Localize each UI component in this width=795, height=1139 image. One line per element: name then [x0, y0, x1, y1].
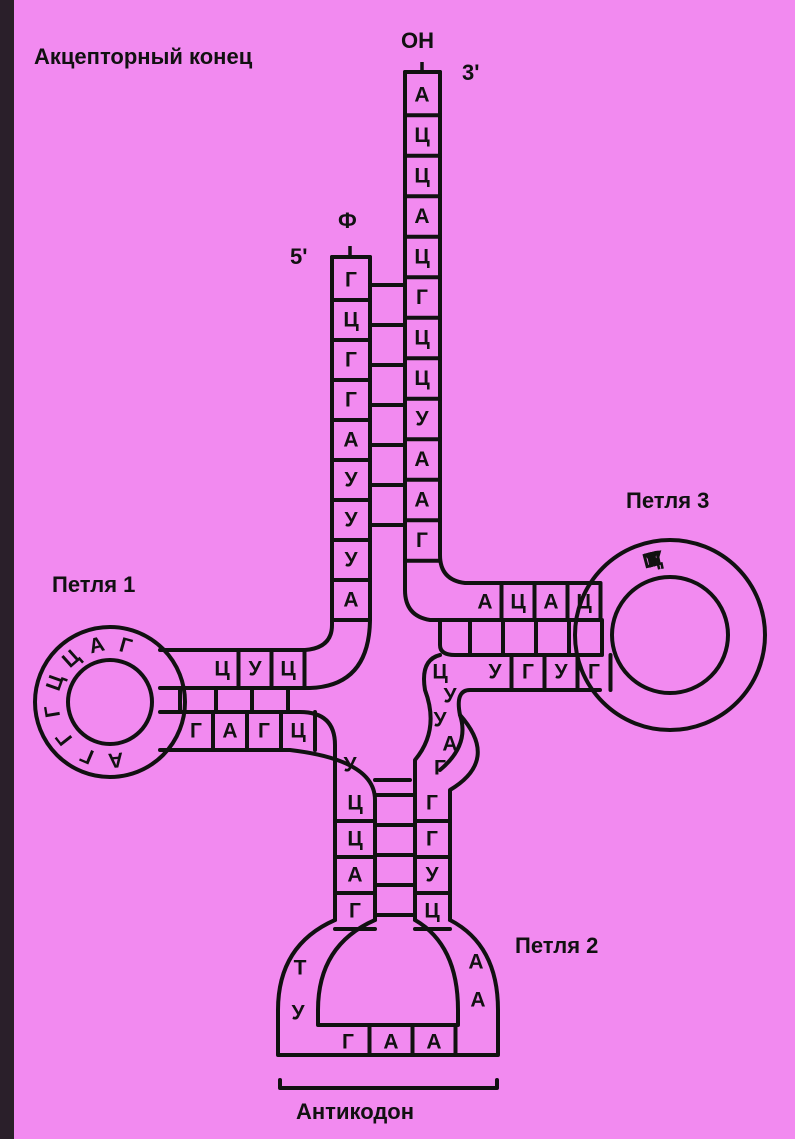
- anticodon-stem-right-base: Г: [426, 828, 438, 851]
- anticodon-stem-right-base: Г: [426, 792, 438, 815]
- connector-right-base: Ц: [432, 661, 448, 684]
- loop3-bottom-strand-bottom: [440, 690, 600, 770]
- anticodon-stem-left-base: Ц: [347, 792, 363, 815]
- anticodon-loop-right-base: А: [468, 951, 483, 974]
- cell-dividers: [14, 0, 611, 1055]
- acceptor-3prime-base: Ц: [414, 327, 430, 350]
- backbone-outlines: [35, 62, 765, 1088]
- anticodon-label: Антикодон: [296, 1099, 414, 1124]
- acceptor-5prime-base: А: [343, 429, 358, 452]
- loop1-inner-circle: [68, 660, 152, 744]
- acceptor-3prime-base: А: [414, 205, 429, 228]
- loop1-base: Ц: [58, 645, 85, 673]
- loop1-base: Г: [117, 633, 135, 658]
- loop1-label: Петля 1: [52, 572, 135, 597]
- connector-right-base: У: [443, 685, 457, 708]
- loop3-stem-top-base: А: [477, 591, 492, 614]
- acceptor-5prime-base: А: [343, 589, 358, 612]
- anticodon-base: Г: [342, 1031, 354, 1054]
- loop3-label: Петля 3: [626, 488, 709, 513]
- acceptor-5prime-strand-outer: [160, 257, 332, 650]
- anticodon-stem-left-base: Г: [349, 900, 361, 923]
- three-prime-label: 3': [462, 60, 479, 85]
- connector-right-base: У: [433, 709, 447, 732]
- acceptor-5prime-base: Г: [345, 349, 357, 372]
- acceptor-5prime-strand-inner: [160, 257, 370, 688]
- loop3-stem-bottom-base: У: [488, 661, 502, 684]
- loop3-stem-top-base: А: [543, 591, 558, 614]
- loop1-base: Г: [52, 726, 78, 750]
- loop3-base: У: [648, 547, 666, 572]
- anticodon-stem-right-base: Ц: [424, 900, 440, 923]
- loop1-base: А: [107, 748, 124, 772]
- acceptor-3prime-base: У: [415, 408, 429, 431]
- five-prime-label: 5': [290, 244, 307, 269]
- acceptor-3prime-base: А: [414, 84, 429, 107]
- oh-label: OH: [401, 28, 434, 53]
- acceptor-3prime-base: А: [414, 448, 429, 471]
- acceptor-5prime-base: У: [344, 469, 358, 492]
- acceptor-3prime-base: Ц: [414, 124, 430, 147]
- connector-left-base: У: [343, 754, 357, 777]
- loop1-base: Ц: [42, 671, 69, 694]
- loop3-stem-bottom-base: Г: [588, 661, 600, 684]
- loop1-stem-top-base: Ц: [214, 658, 230, 681]
- anticodon-base: А: [426, 1031, 441, 1054]
- acceptor-3prime-base: Г: [416, 286, 428, 309]
- acceptor-5prime-base: Ц: [343, 309, 359, 332]
- anticodon-stem-left-base: А: [347, 864, 362, 887]
- loop1-stem-bottom-base: А: [222, 720, 237, 743]
- loop3-stem-bottom-base: У: [554, 661, 568, 684]
- loop2-label: Петля 2: [515, 933, 598, 958]
- loop1-base: А: [87, 633, 107, 659]
- anticodon-stem-left-base: Ц: [347, 828, 363, 851]
- loop1-stem-top-base: У: [248, 658, 262, 681]
- anticodon-loop-left-base: У: [291, 1002, 305, 1025]
- loop3-stem-top-base: Ц: [510, 591, 526, 614]
- anticodon-loop-right-base: А: [470, 989, 485, 1012]
- loop3-inner-circle: [612, 577, 728, 693]
- acceptor-5prime-base: У: [344, 549, 358, 572]
- acceptor-3prime-base: А: [414, 489, 429, 512]
- acceptor-3prime-strand-outer: [440, 72, 600, 583]
- loop1-stem-bottom-base: Ц: [290, 720, 306, 743]
- anticodon-loop-left-base: Т: [294, 957, 307, 980]
- loop1-stem-bottom-base: Г: [190, 720, 202, 743]
- loop1-stem-top-base: Ц: [280, 658, 296, 681]
- loop3-stem-bottom-base: Г: [522, 661, 534, 684]
- acceptor-5prime-base: У: [344, 509, 358, 532]
- connector-right-base: Г: [434, 757, 446, 780]
- loop1-stem-bottom-base: Г: [258, 720, 270, 743]
- connector-right-base: А: [442, 733, 457, 756]
- loop1-base: Г: [77, 742, 97, 768]
- acceptor-5prime-base: Г: [345, 269, 357, 292]
- anticodon-bracket: [280, 1080, 497, 1088]
- acceptor-3prime-base: Ц: [414, 246, 430, 269]
- acceptor-end-label: Акцепторный конец: [34, 44, 253, 69]
- acceptor-5prime-base: Г: [345, 389, 357, 412]
- loop1-base: Г: [40, 704, 65, 720]
- phosphate-label: Ф: [338, 208, 357, 233]
- acceptor-3prime-base: Г: [416, 529, 428, 552]
- acceptor-3prime-base: Ц: [414, 165, 430, 188]
- acceptor-3prime-base: Ц: [414, 367, 430, 390]
- loop3-stem-top-base: Ц: [576, 591, 592, 614]
- anticodon-base: А: [383, 1031, 398, 1054]
- base-pair-rungs: [180, 285, 602, 915]
- anticodon-loop-inner: [318, 920, 458, 1025]
- anticodon-stem-right-base: У: [425, 864, 439, 887]
